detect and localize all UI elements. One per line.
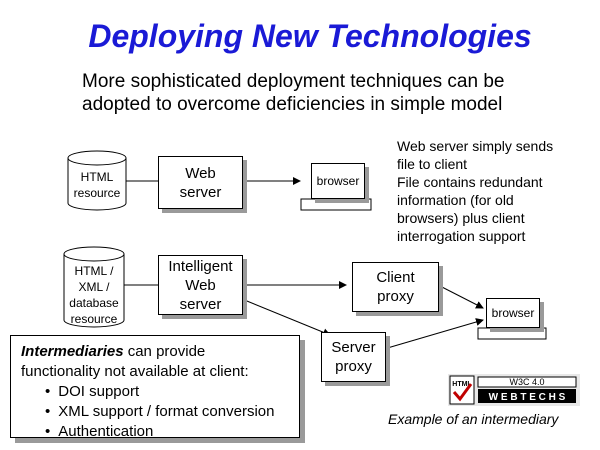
html-resource-cylinder xyxy=(67,150,127,211)
browser-base xyxy=(300,198,372,211)
browser-box-bottom: browser xyxy=(486,298,540,328)
database-resource-label: HTML / XML / database resource xyxy=(69,264,119,326)
connector-line xyxy=(383,318,484,350)
note-line: Web server simply sends xyxy=(397,138,554,154)
html-resource-label: HTML resource xyxy=(73,170,121,200)
intermediaries-list: DOI support XML support / format convers… xyxy=(21,382,299,442)
figure-caption: Example of an intermediary xyxy=(388,411,559,427)
logo-html-text: HTML xyxy=(452,381,472,388)
intermediaries-lead: Intermediaries can provide xyxy=(21,343,206,360)
database-resource-cylinder xyxy=(63,246,125,328)
list-item: DOI support xyxy=(45,382,299,402)
logo-bottom-text: W E B T E C H S xyxy=(489,392,566,403)
intermediaries-line2: functionality not available at client: xyxy=(21,363,249,380)
connector-line xyxy=(241,298,331,337)
browser-base xyxy=(477,327,547,340)
w3c-webtechs-logo: HTML W3C 4.0 W E B T E C H S xyxy=(448,374,580,406)
subtitle: More sophisticated deployment techniques… xyxy=(82,70,582,116)
note-line: file to client xyxy=(397,156,468,172)
subtitle-line: More sophisticated deployment techniques… xyxy=(82,71,505,92)
note-line: interrogation support xyxy=(397,228,526,244)
note-line: File contains redundant xyxy=(397,174,543,190)
intelligent-web-server-box: Intelligent Web server xyxy=(158,255,243,315)
list-item: XML support / format conversion xyxy=(45,402,299,422)
note-line: information (for old xyxy=(397,192,514,208)
browser-box-top: browser xyxy=(311,163,365,199)
page-title: Deploying New Technologies xyxy=(88,18,532,54)
web-server-note: Web server simply sends file to client F… xyxy=(397,137,597,245)
subtitle-line: adopted to overcome deficiencies in simp… xyxy=(82,94,503,115)
note-line: browsers) plus client xyxy=(397,210,525,226)
intermediaries-box: Intermediaries can provide functionality… xyxy=(10,335,300,440)
logo-top-text: W3C 4.0 xyxy=(509,377,544,387)
connector-line xyxy=(437,284,484,309)
list-item: Authentication xyxy=(45,422,299,442)
